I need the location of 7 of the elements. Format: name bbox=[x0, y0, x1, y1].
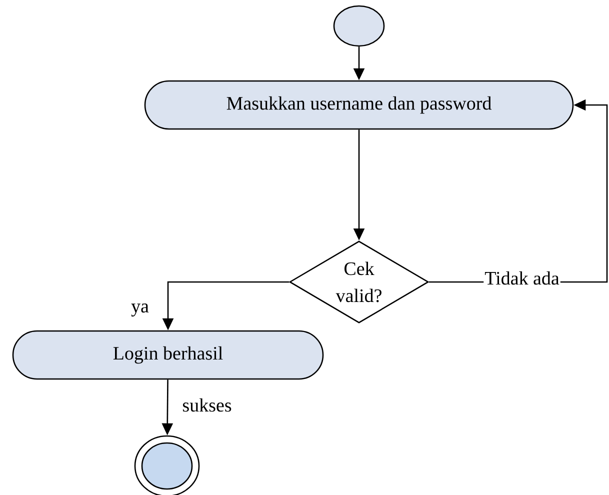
activity-box: Login berhasil bbox=[12, 330, 324, 380]
end-node bbox=[134, 435, 200, 495]
edge-label: Tidak ada bbox=[484, 270, 560, 286]
edge-label: sukses bbox=[182, 398, 232, 412]
activity-box: Masukkan username dan password bbox=[144, 80, 574, 130]
start-node bbox=[333, 5, 385, 47]
edge-label: ya bbox=[131, 304, 149, 316]
